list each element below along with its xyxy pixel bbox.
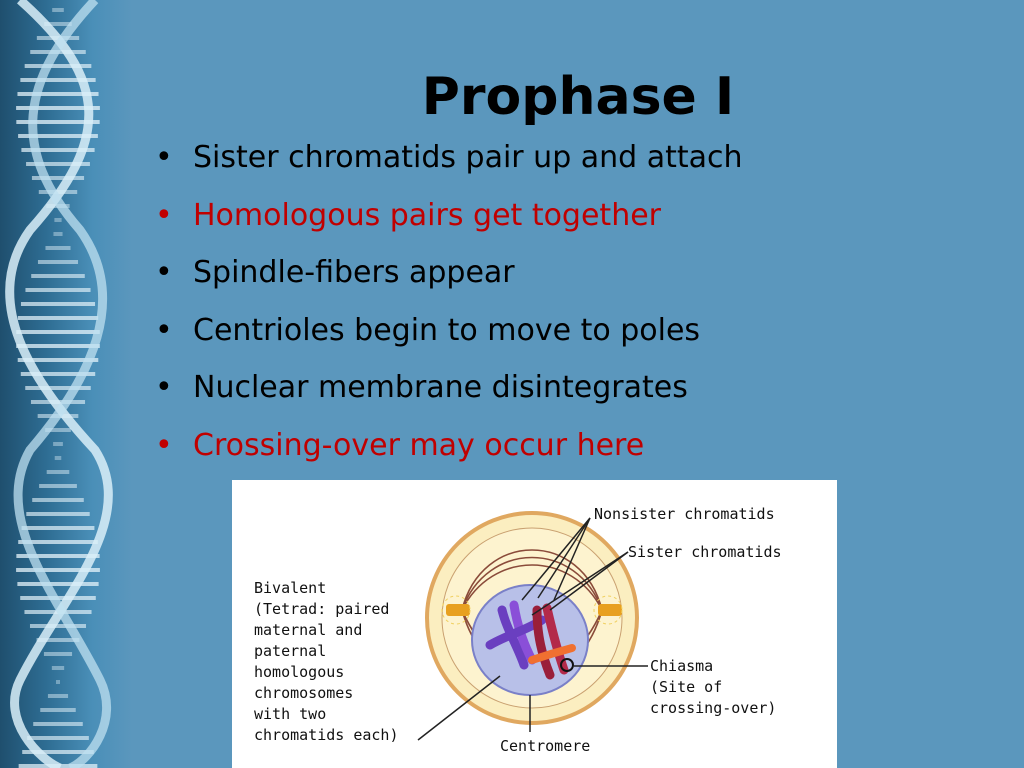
bullet-icon: • xyxy=(155,370,173,405)
bullet-icon: • xyxy=(155,255,173,290)
nucleus xyxy=(471,584,589,696)
bullet-item: • Nuclear membrane disintegrates xyxy=(155,370,1015,428)
centriole-right xyxy=(593,595,623,625)
bullet-list: • Sister chromatids pair up and attach •… xyxy=(155,140,1015,485)
leader-lines xyxy=(417,517,648,741)
cell-illustration xyxy=(417,511,648,741)
bullet-icon: • xyxy=(155,140,173,175)
centriole-left xyxy=(441,595,471,625)
bullet-icon: • xyxy=(155,312,173,348)
prophase-diagram: Nonsister chromatids Sister chromatids B… xyxy=(232,480,837,768)
bullet-item: • Spindle-fibers appear xyxy=(155,255,1015,313)
label-chiasma: Chiasma (Site of crossing-over) xyxy=(650,657,777,717)
bullet-text: Homologous pairs get together xyxy=(193,197,662,233)
bullet-item: • Sister chromatids pair up and attach xyxy=(155,140,1015,198)
label-sister-chromatids: Sister chromatids xyxy=(628,543,782,561)
label-nonsister-chromatids: Nonsister chromatids xyxy=(594,505,775,523)
bullet-text: Sister chromatids pair up and attach xyxy=(193,140,743,175)
bullet-icon: • xyxy=(155,197,173,233)
chromosomes xyxy=(485,600,576,680)
slide-title: Prophase I xyxy=(421,67,735,127)
dna-helix-decoration xyxy=(0,0,132,768)
label-bivalent: Bivalent (Tetrad: paired maternal and pa… xyxy=(254,579,399,744)
bullet-item: • Homologous pairs get together xyxy=(155,198,1015,256)
label-centromere: Centromere xyxy=(500,737,591,755)
bullet-text: Spindle-fibers appear xyxy=(193,255,515,290)
bullet-item: • Centrioles begin to move to poles xyxy=(155,313,1015,371)
bullet-text: Crossing-over may occur here xyxy=(193,427,645,463)
bullet-text: Centrioles begin to move to poles xyxy=(193,312,701,348)
bullet-icon: • xyxy=(155,427,173,463)
bullet-item: • Crossing-over may occur here xyxy=(155,428,1015,486)
bullet-text: Nuclear membrane disintegrates xyxy=(193,370,688,405)
